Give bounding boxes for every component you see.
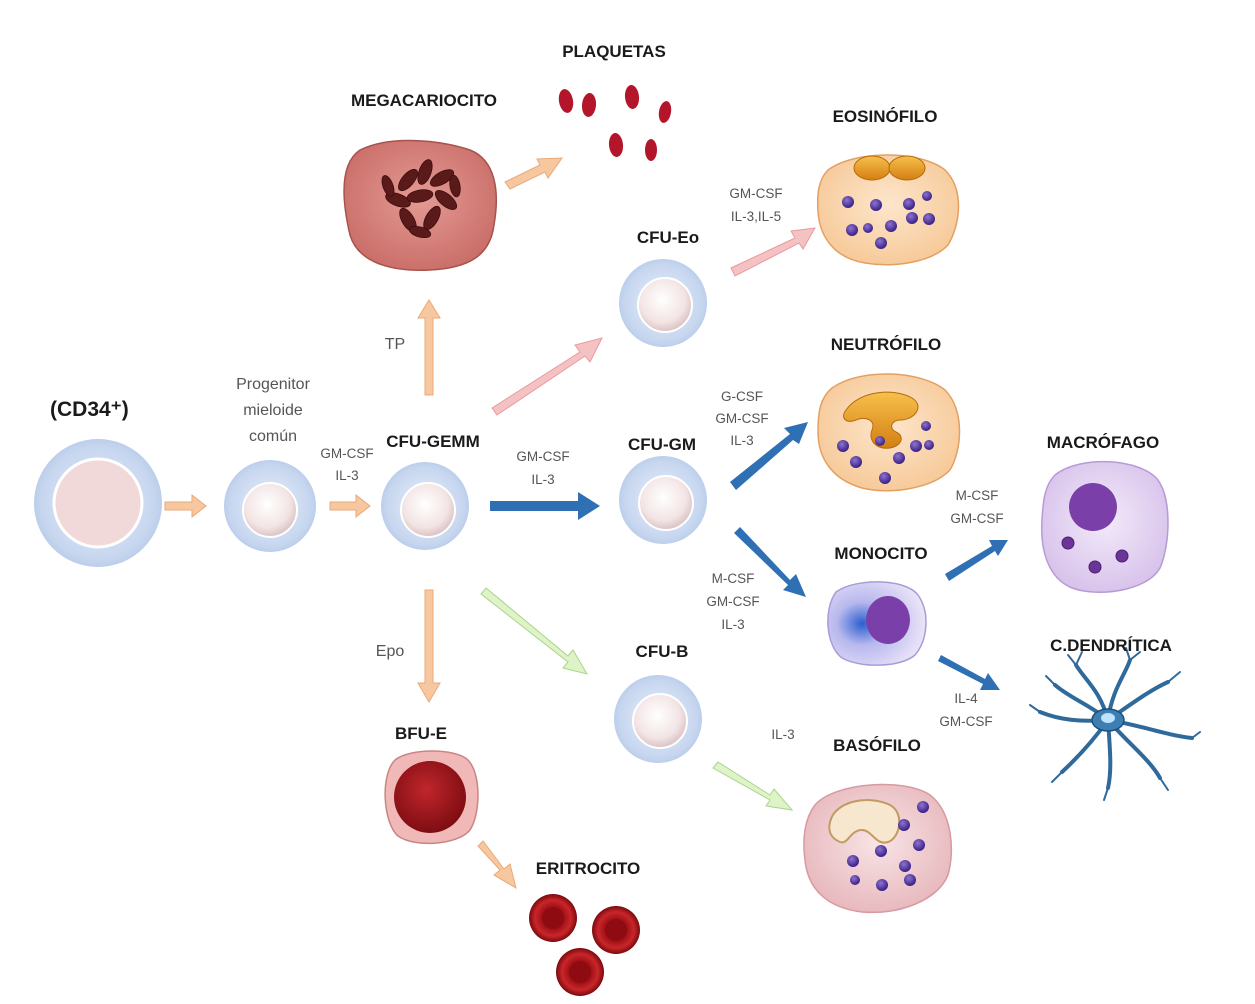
label-bfu-e: BFU-E (395, 724, 447, 743)
label-cd34: (CD34⁺) (50, 398, 129, 421)
arrow-cfueo-to-eosinophil (730, 227, 816, 277)
label-monocito: MONOCITO (834, 544, 927, 563)
stem-cell-cd34 (34, 439, 162, 567)
factor-tp: TP (385, 336, 405, 353)
factor-epo: Epo (376, 643, 405, 660)
cfu-gemm-cell (381, 462, 469, 550)
factor-neutro-1: G-CSF (721, 389, 763, 404)
factor-baso: IL-3 (771, 727, 794, 742)
factor-mono-2: GM-CSF (706, 594, 759, 609)
label-progenitor-line1: Progenitor (236, 376, 310, 393)
neutrophil-cell (817, 373, 961, 492)
label-cfu-eo: CFU-Eo (637, 228, 699, 247)
eosinophil-cell (816, 154, 960, 266)
factor-gm-1: GM-CSF (516, 449, 569, 464)
basophil-cell (803, 783, 953, 914)
label-eosinofilo: EOSINÓFILO (833, 107, 938, 126)
dendritic-cell (1029, 647, 1201, 801)
arrow-monocyte-to-macrophage (945, 540, 1008, 581)
factor-neutro-3: IL-3 (730, 433, 753, 448)
monocyte-cell (827, 581, 927, 666)
arrow-gemm-to-cfueo (491, 337, 603, 416)
label-cfu-gemm: CFU-GEMM (386, 432, 479, 451)
factor-dendritic-1: IL-4 (954, 691, 978, 706)
arrow-gemm-to-bfue (417, 589, 441, 703)
factor-eo-1: GM-CSF (729, 186, 782, 201)
label-neutrofilo: NEUTRÓFILO (831, 335, 942, 354)
arrow-cfub-to-basophil (712, 761, 794, 811)
cfu-b-cell (614, 675, 702, 763)
factor-dendritic-2: GM-CSF (939, 714, 992, 729)
arrow-megakaryocyte-to-platelets (504, 157, 563, 190)
label-eritrocito: ERITROCITO (536, 859, 641, 878)
label-macrofago: MACRÓFAGO (1047, 433, 1159, 452)
cfu-eo-cell (619, 259, 707, 347)
arrow-gemm-to-cfugm (490, 492, 600, 520)
common-myeloid-progenitor-cell (224, 460, 316, 552)
factor-macro-2: GM-CSF (950, 511, 1003, 526)
megakaryocyte-cell (343, 139, 497, 271)
label-basofilo: BASÓFILO (833, 736, 921, 755)
arrow-monocyte-to-dendritic (938, 655, 1000, 690)
arrow-stem-to-progenitor (164, 493, 207, 519)
arrow-bfue-to-erythrocyte (477, 840, 517, 890)
factor-gm-2: IL-3 (531, 472, 554, 487)
macrophage-cell (1040, 460, 1169, 593)
label-cfu-gm: CFU-GM (628, 435, 696, 454)
factor-eo-2: IL-3,IL-5 (731, 209, 781, 224)
arrow-gemm-to-megakaryocyte (417, 299, 441, 396)
factor-neutro-2: GM-CSF (715, 411, 768, 426)
bfu-e-cell (384, 750, 479, 845)
arrow-progenitor-to-gemm (329, 493, 371, 519)
cfu-gm-cell (619, 456, 707, 544)
label-megacariocito: MEGACARIOCITO (351, 91, 497, 110)
arrow-cfugm-to-monocyte (734, 527, 806, 597)
factor-macro-1: M-CSF (956, 488, 999, 503)
factor-progenitor-1: GM-CSF (320, 446, 373, 461)
label-progenitor-line3: común (249, 428, 297, 445)
label-plaquetas: PLAQUETAS (562, 42, 666, 61)
factor-mono-1: M-CSF (712, 571, 755, 586)
label-dendritica: C.DENDRÍTICA (1050, 636, 1172, 655)
factor-mono-3: IL-3 (721, 617, 744, 632)
arrow-gemm-to-cfub (480, 587, 589, 675)
platelets (558, 85, 672, 161)
label-cfu-b: CFU-B (636, 642, 689, 661)
label-progenitor-line2: mieloide (243, 402, 303, 419)
arrow-cfugm-to-neutrophil (730, 422, 808, 490)
factor-progenitor-2: IL-3 (335, 468, 358, 483)
erythrocytes (529, 894, 640, 996)
